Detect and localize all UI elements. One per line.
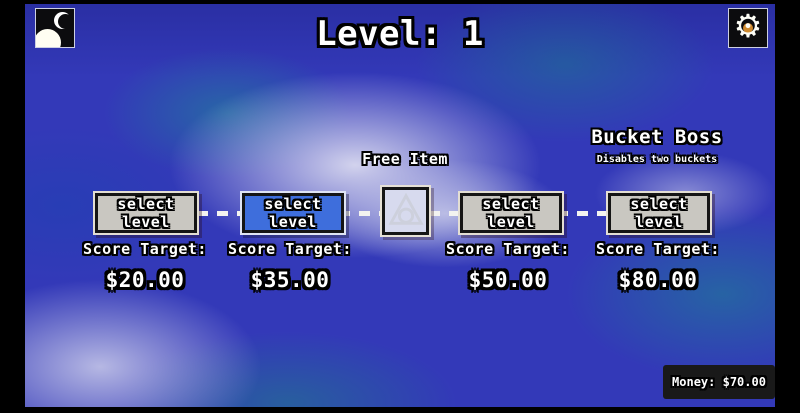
select-level-button-2[interactable]: select level bbox=[242, 193, 344, 233]
score-target-label-4: Score Target: bbox=[596, 240, 720, 258]
path-connector bbox=[197, 211, 242, 216]
score-target-value-2: $35.00 bbox=[250, 268, 330, 292]
score-target-label-2: Score Target: bbox=[228, 240, 352, 258]
theme-toggle-button[interactable] bbox=[35, 8, 75, 48]
select-level-button-4[interactable]: select level bbox=[608, 193, 710, 233]
settings-button[interactable]: ⚙ bbox=[728, 8, 768, 48]
money-badge: Money: $70.00 bbox=[663, 365, 775, 399]
score-target-label-3: Score Target: bbox=[446, 240, 570, 258]
path-connector bbox=[429, 211, 460, 216]
alchemy-triangle-circle-icon bbox=[387, 191, 425, 232]
score-target-label-1: Score Target: bbox=[83, 240, 207, 258]
game-viewport: Level: 1 ⚙ select level Score Target: $2… bbox=[25, 4, 775, 407]
select-level-button-3[interactable]: select level bbox=[460, 193, 562, 233]
page-title: Level: 1 bbox=[316, 14, 484, 54]
select-level-button-1[interactable]: select level bbox=[95, 193, 197, 233]
path-connector bbox=[557, 211, 608, 216]
free-item-button[interactable] bbox=[382, 187, 429, 235]
boss-title: Bucket Boss bbox=[591, 126, 723, 148]
score-target-value-1: $20.00 bbox=[105, 268, 185, 292]
boss-subtitle: Disables two buckets bbox=[596, 154, 718, 165]
path-connector bbox=[339, 211, 382, 216]
free-item-label: Free Item bbox=[362, 150, 448, 168]
score-target-value-4: $80.00 bbox=[618, 268, 698, 292]
score-target-value-3: $50.00 bbox=[468, 268, 548, 292]
